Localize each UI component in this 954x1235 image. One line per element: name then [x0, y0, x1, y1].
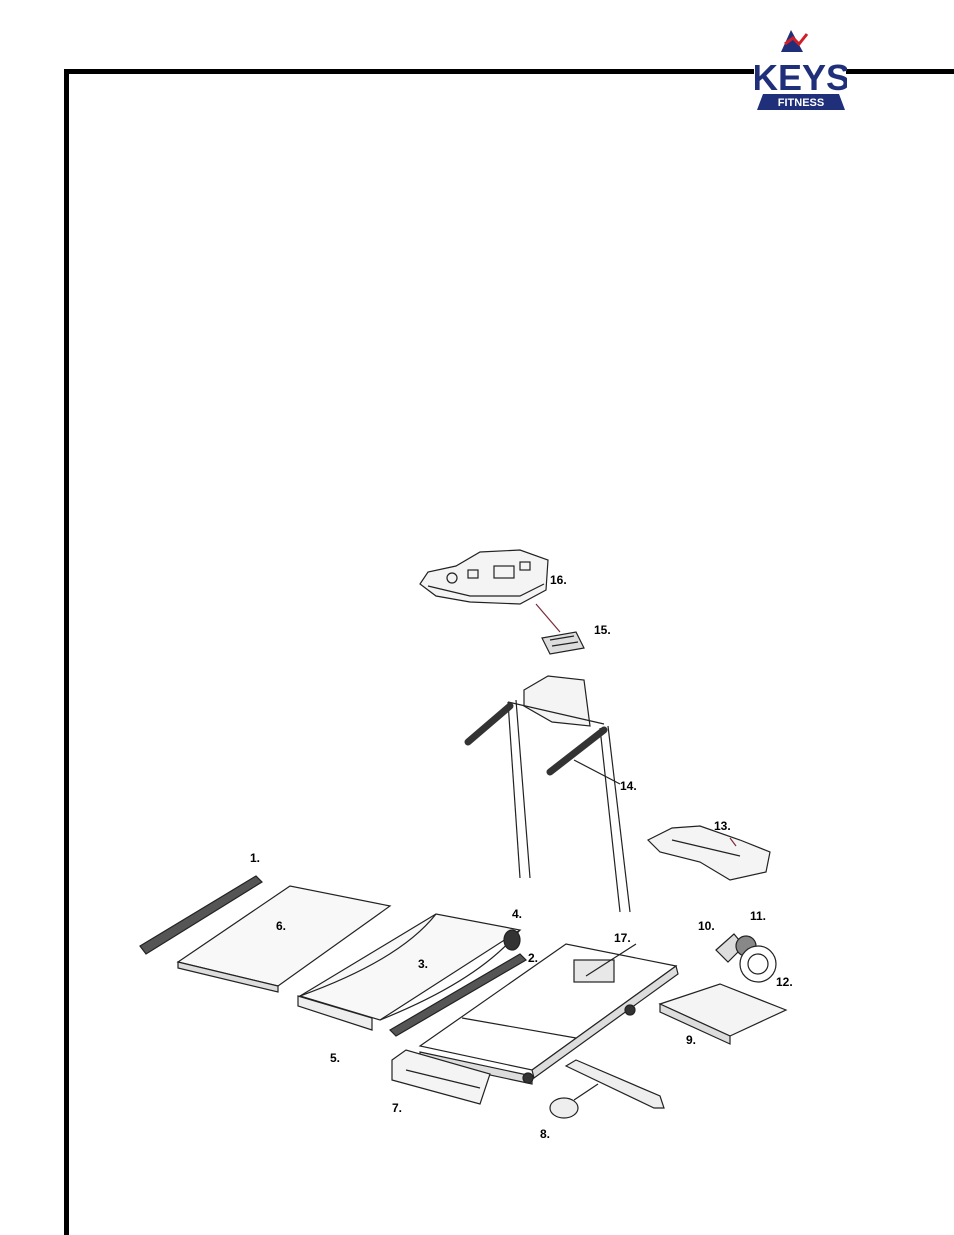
label-13: 13. — [714, 819, 731, 833]
label-7: 7. — [392, 1101, 402, 1115]
label-12: 12. — [776, 975, 793, 989]
label-6: 6. — [276, 919, 286, 933]
label-5: 5. — [330, 1051, 340, 1065]
upright-frame — [508, 676, 630, 912]
label-3: 3. — [418, 957, 428, 971]
incline-bracket — [566, 1060, 664, 1108]
label-9: 9. — [686, 1033, 696, 1047]
label-11: 11. — [750, 909, 766, 923]
part-16-console — [420, 550, 548, 604]
label-17: 17. — [614, 931, 631, 945]
label-8: 8. — [540, 1127, 550, 1141]
part-10-11-12-motor — [716, 934, 776, 982]
part-13-motor-hood — [648, 826, 770, 880]
label-10: 10. — [698, 919, 715, 933]
arrow-15-to-16 — [536, 604, 560, 632]
part-15-control-board — [542, 632, 584, 654]
part-9-motor-tray — [660, 984, 786, 1044]
label-1: 1. — [250, 851, 260, 865]
label-16: 16. — [550, 573, 567, 587]
part-4-rear-roller — [504, 930, 520, 950]
label-2: 2. — [528, 951, 538, 965]
label-15: 15. — [594, 623, 611, 637]
label-4: 4. — [512, 907, 522, 921]
part-8-incline-motor — [550, 1084, 598, 1118]
label-14: 14. — [620, 779, 637, 793]
